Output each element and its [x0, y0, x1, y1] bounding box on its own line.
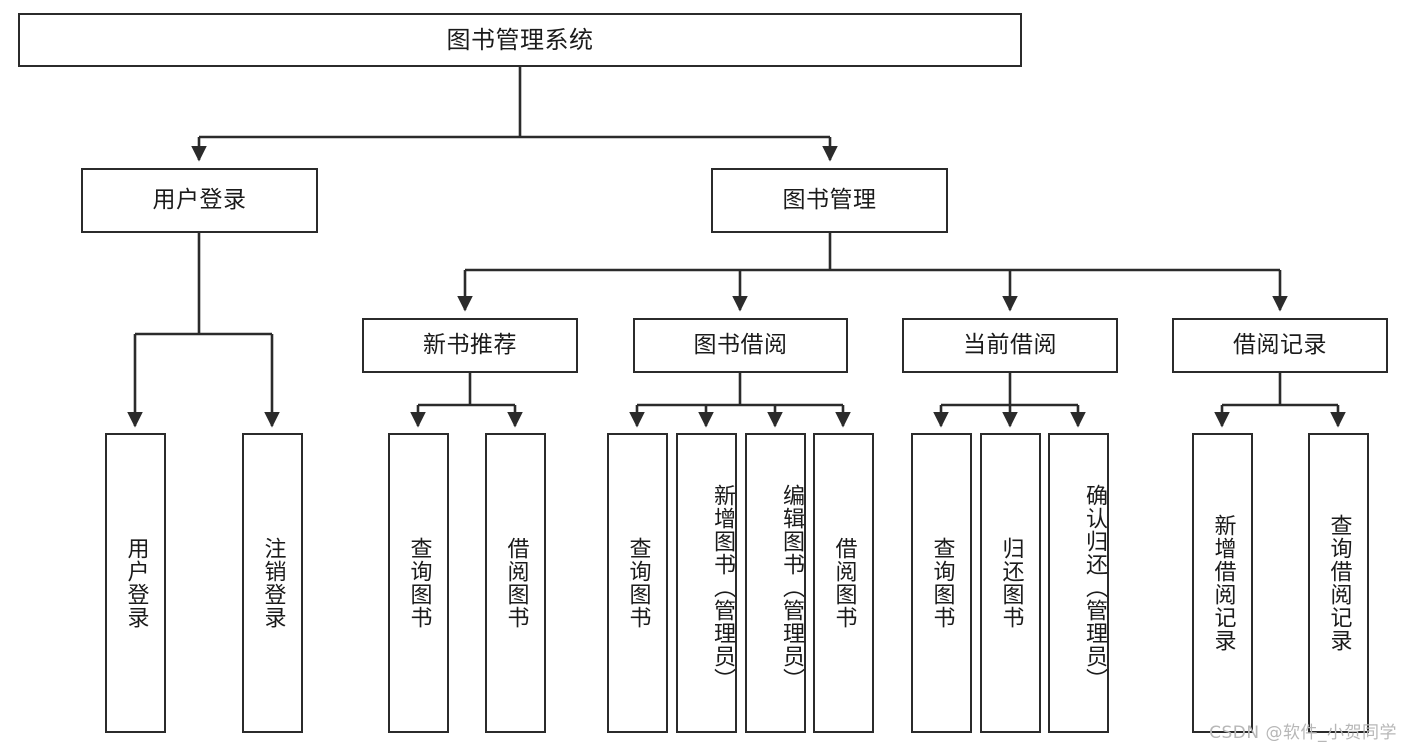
leaf-query-book-2-label: 查询图书: [625, 537, 651, 629]
leaf-query-book-1-label: 查询图书: [406, 537, 432, 629]
leaf-edit-book[interactable]: 编辑图书（管理员）: [745, 433, 806, 733]
leaf-return-book-label: 归还图书: [998, 537, 1024, 629]
leaf-query-book-2[interactable]: 查询图书: [607, 433, 668, 733]
leaf-logout-login-label: 注销登录: [260, 537, 286, 629]
node-root[interactable]: 图书管理系统: [18, 13, 1022, 67]
node-new-book-rec[interactable]: 新书推荐: [362, 318, 578, 373]
leaf-add-book-label: 新增图书（管理员）: [710, 483, 735, 691]
leaf-query-book-3[interactable]: 查询图书: [911, 433, 972, 733]
leaf-borrow-book-1[interactable]: 借阅图书: [485, 433, 546, 733]
leaf-borrow-book-2[interactable]: 借阅图书: [813, 433, 874, 733]
leaf-borrow-book-1-label: 借阅图书: [503, 537, 529, 629]
leaf-query-book-1[interactable]: 查询图书: [388, 433, 449, 733]
node-user-login[interactable]: 用户登录: [81, 168, 318, 233]
leaf-return-book[interactable]: 归还图书: [980, 433, 1041, 733]
leaf-query-book-3-label: 查询图书: [929, 537, 955, 629]
leaf-query-record[interactable]: 查询借阅记录: [1308, 433, 1369, 733]
node-book-manage-label: 图书管理: [782, 186, 877, 213]
leaf-confirm-return[interactable]: 确认归还（管理员）: [1048, 433, 1109, 733]
leaf-add-record-label: 新增借阅记录: [1210, 514, 1236, 652]
node-root-label: 图书管理系统: [446, 25, 594, 54]
leaf-logout-login[interactable]: 注销登录: [242, 433, 303, 733]
leaf-user-login-label: 用户登录: [123, 537, 149, 629]
leaf-query-record-label: 查询借阅记录: [1326, 514, 1352, 652]
node-borrow-record[interactable]: 借阅记录: [1172, 318, 1388, 373]
node-new-book-rec-label: 新书推荐: [423, 331, 517, 358]
node-current-borrow[interactable]: 当前借阅: [902, 318, 1118, 373]
node-book-borrow[interactable]: 图书借阅: [633, 318, 848, 373]
node-current-borrow-label: 当前借阅: [963, 331, 1057, 358]
node-borrow-record-label: 借阅记录: [1233, 331, 1327, 358]
node-book-borrow-label: 图书借阅: [693, 331, 788, 358]
leaf-edit-book-label: 编辑图书（管理员）: [779, 483, 804, 691]
node-user-login-label: 用户登录: [152, 186, 247, 213]
node-book-manage[interactable]: 图书管理: [711, 168, 948, 233]
leaf-confirm-return-label: 确认归还（管理员）: [1082, 483, 1107, 691]
leaf-borrow-book-2-label: 借阅图书: [831, 537, 857, 629]
leaf-user-login[interactable]: 用户登录: [105, 433, 166, 733]
leaf-add-record[interactable]: 新增借阅记录: [1192, 433, 1253, 733]
leaf-add-book[interactable]: 新增图书（管理员）: [676, 433, 737, 733]
